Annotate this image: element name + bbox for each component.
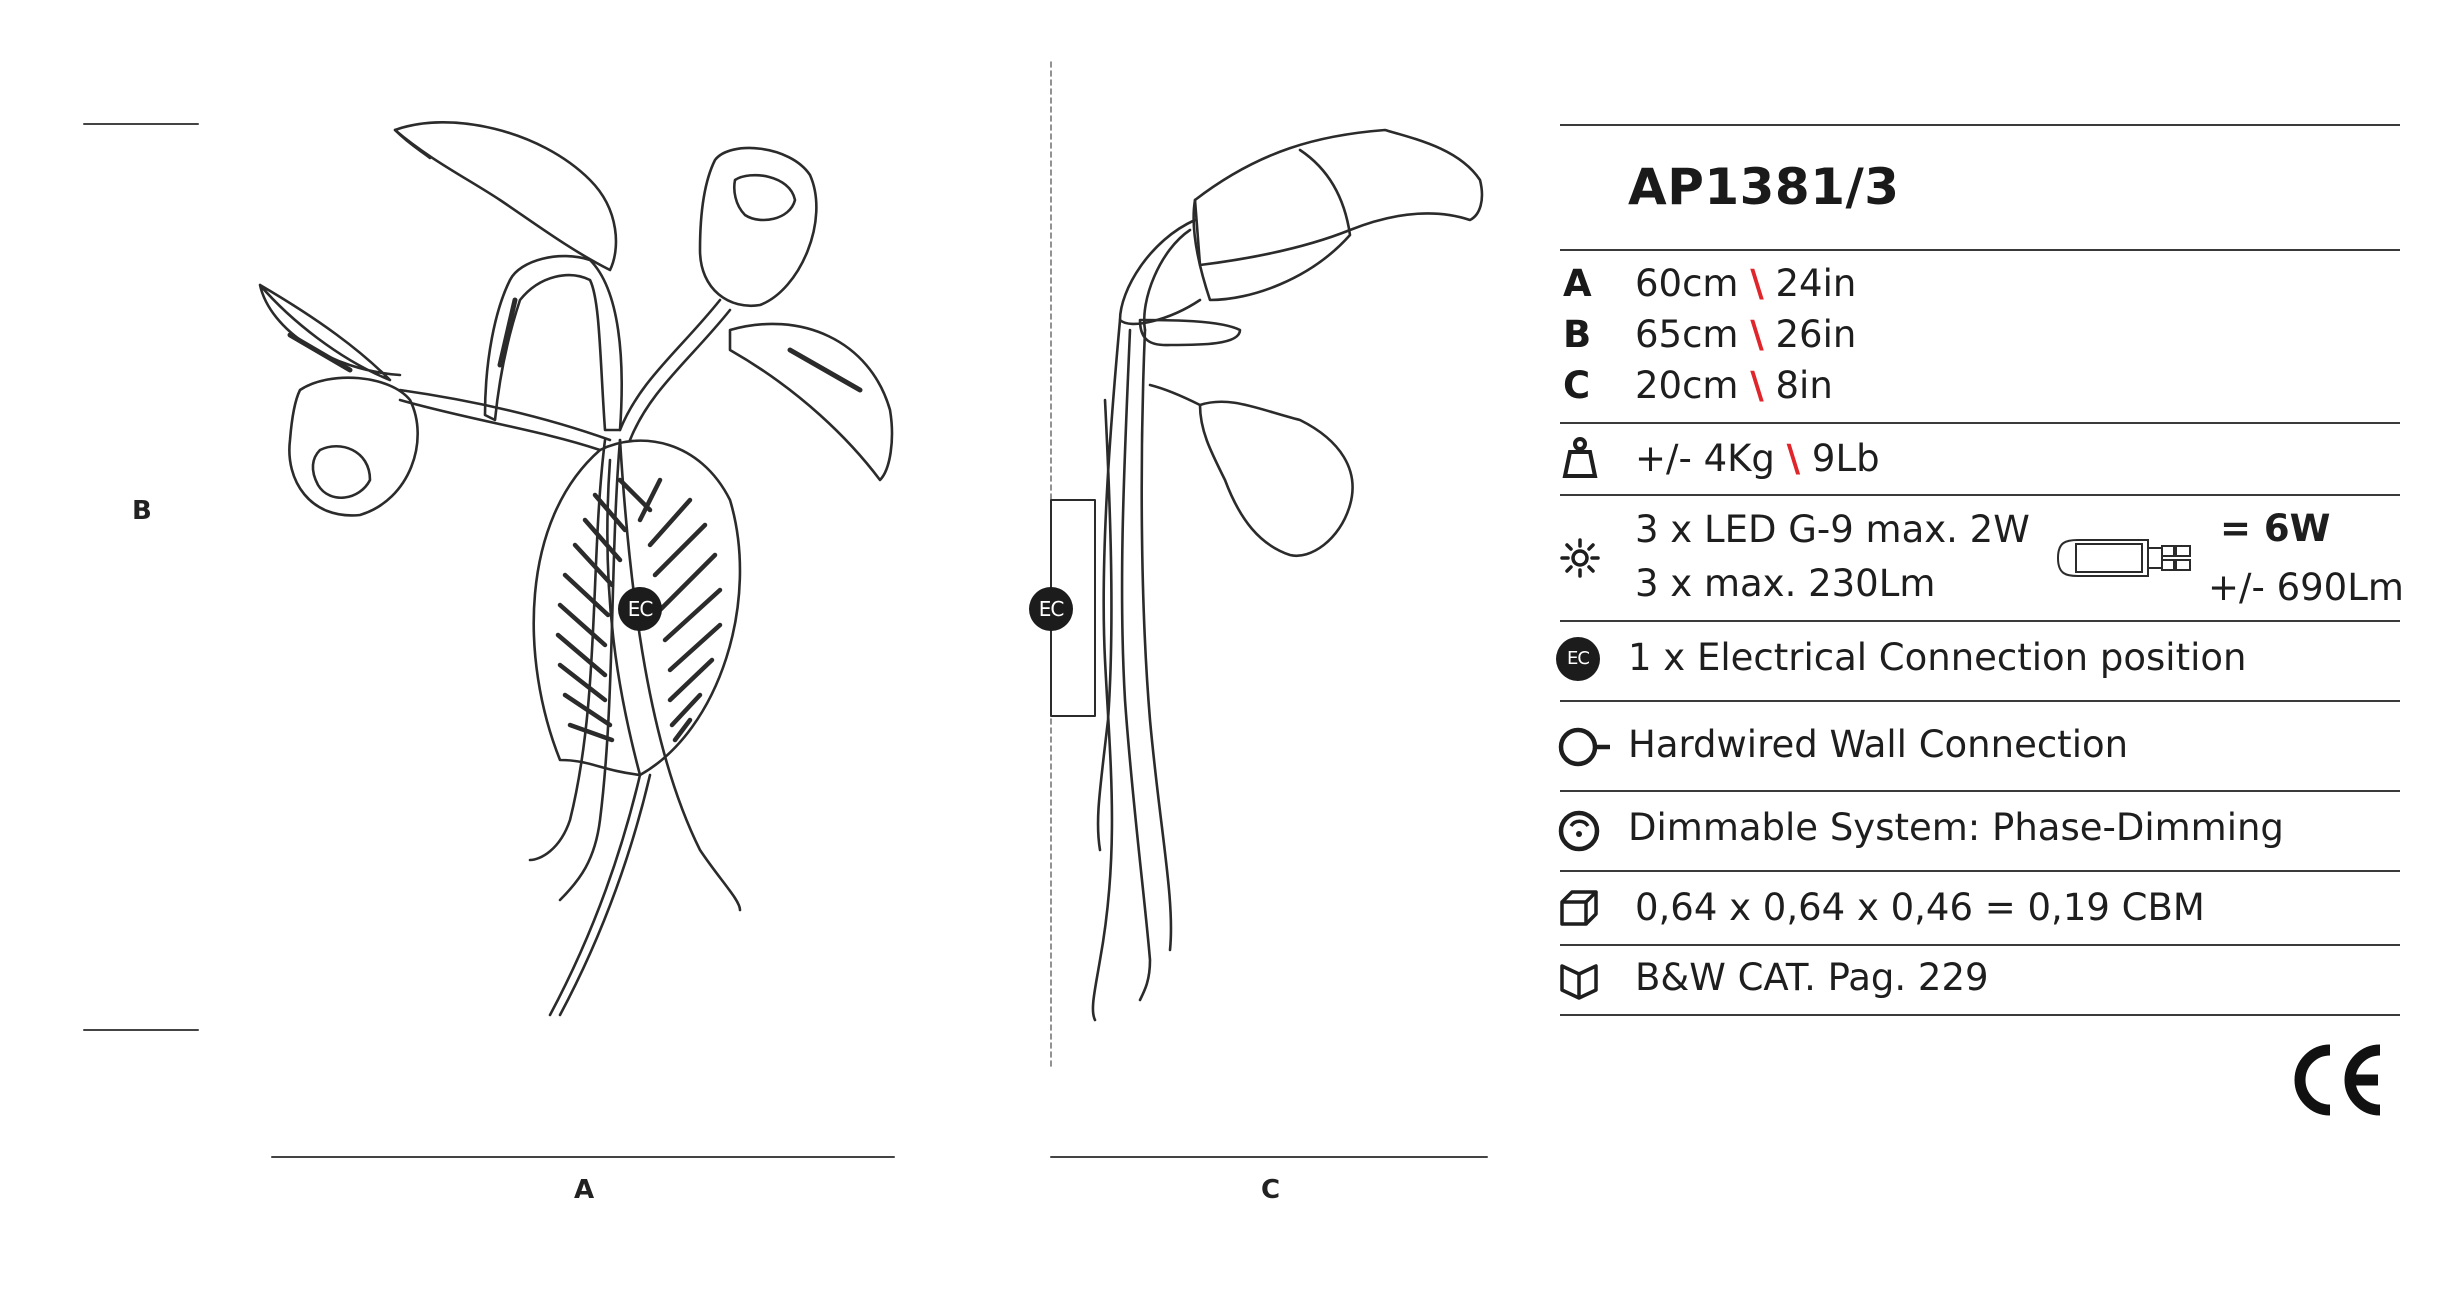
dimension-a-metric: 60cm <box>1635 262 1739 305</box>
divider <box>1560 494 2400 496</box>
total-power: = 6W <box>2220 507 2331 550</box>
lighting-line-1: 3 x LED G-9 max. 2W <box>1635 508 2030 551</box>
dimension-letter-c: C <box>1563 364 1591 407</box>
divider <box>1560 124 2400 126</box>
divider <box>1560 944 2400 946</box>
weight-imperial: 9Lb <box>1811 437 1880 480</box>
divider <box>1560 422 2400 424</box>
separator: \ <box>1750 364 1764 407</box>
weight: +/- 4Kg \ 9Lb <box>1635 437 1880 480</box>
dimmer-icon <box>1558 810 1600 852</box>
width-label: A <box>574 1175 595 1205</box>
dimension-c-imperial: 8in <box>1775 364 1833 407</box>
divider <box>1560 1014 2400 1016</box>
dimension-letter-b: B <box>1563 313 1592 356</box>
package-volume: 0,64 x 0,64 x 0,46 = 0,19 CBM <box>1635 886 2205 929</box>
divider <box>1560 790 2400 792</box>
divider <box>1560 620 2400 622</box>
divider <box>1560 249 2400 251</box>
catalog-reference: B&W CAT. Pag. 229 <box>1635 956 1989 999</box>
dimension-a: 60cm \ 24in <box>1635 262 1856 305</box>
total-lumen: +/- 690Lm <box>2208 566 2404 609</box>
separator: \ <box>1786 437 1801 480</box>
divider <box>1560 700 2400 702</box>
wall-connection-icon <box>1558 727 1610 767</box>
front-view-drawing <box>258 121 894 1017</box>
ce-mark <box>2294 1044 2381 1116</box>
height-label: B <box>132 496 152 526</box>
bulb-icon <box>1560 538 1600 578</box>
dimension-a-imperial: 24in <box>1775 262 1857 305</box>
dimension-b-metric: 65cm <box>1635 313 1739 356</box>
separator: \ <box>1750 313 1764 356</box>
dimming-system: Dimmable System: Phase-Dimming <box>1628 806 2284 849</box>
dimension-b-imperial: 26in <box>1775 313 1857 356</box>
separator: \ <box>1750 262 1764 305</box>
catalog-icon <box>1560 964 1598 1000</box>
divider <box>1560 870 2400 872</box>
box-icon <box>1560 890 1598 926</box>
depth-label: C <box>1261 1175 1281 1205</box>
side-view-drawing <box>1050 128 1484 1022</box>
wall-connection: Hardwired Wall Connection <box>1628 723 2129 766</box>
ec-position: 1 x Electrical Connection position <box>1628 636 2247 679</box>
side-ec-marker: EC <box>1038 597 1065 621</box>
product-code: AP1381/3 <box>1628 158 1900 216</box>
dimension-b: 65cm \ 26in <box>1635 313 1856 356</box>
dimension-letter-a: A <box>1563 262 1592 305</box>
lighting-line-2: 3 x max. 230Lm <box>1635 562 1936 605</box>
g9-bulb-icon <box>2056 539 2191 577</box>
front-ec-marker: EC <box>627 597 654 621</box>
weight-icon <box>1562 437 1598 478</box>
dimension-c: 20cm \ 8in <box>1635 364 1833 407</box>
weight-metric: +/- 4Kg <box>1635 437 1775 480</box>
ec-icon: EC <box>1556 637 1600 681</box>
dimension-c-metric: 20cm <box>1635 364 1739 407</box>
